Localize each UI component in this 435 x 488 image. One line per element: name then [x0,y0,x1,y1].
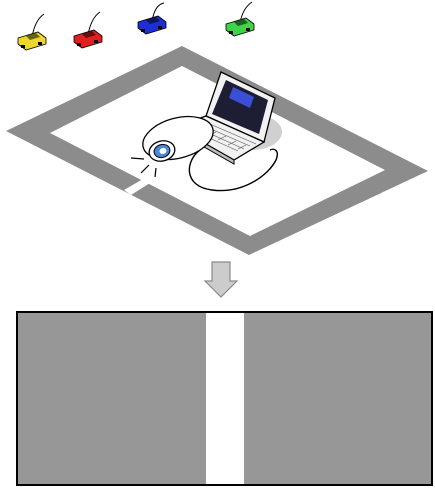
track [6,46,428,255]
track-gap [124,179,150,195]
camera-cable [188,148,279,192]
yellow-car-icon [17,13,47,51]
car-row [17,1,255,51]
blue-car-icon [137,2,167,35]
camera-view-panel [16,311,433,486]
track-frame [6,46,428,255]
camera-icon [130,115,214,178]
red-car-icon [73,11,103,49]
panel-stripe [206,313,244,484]
down-arrow-icon [203,261,239,298]
green-car-icon [225,1,255,37]
